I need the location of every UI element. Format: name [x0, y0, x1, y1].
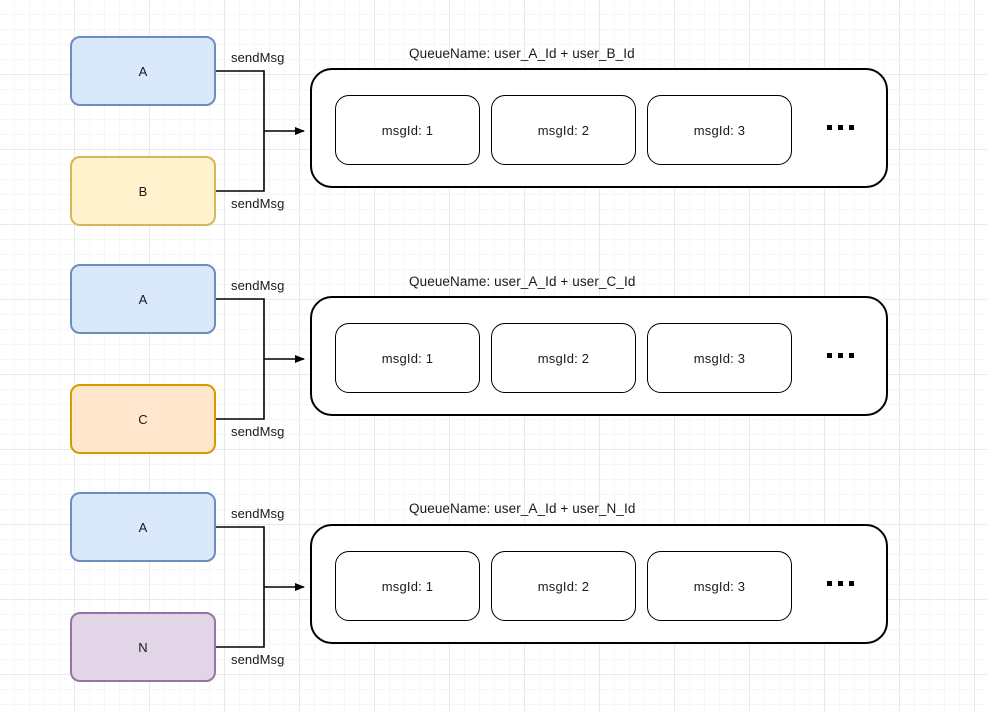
- message-box[interactable]: msgId: 1: [335, 323, 480, 393]
- more-messages-ellipsis-icon: [827, 353, 854, 358]
- message-box[interactable]: msgId: 1: [335, 95, 480, 165]
- edge-label-sendmsg-top-3: sendMsg: [231, 506, 285, 521]
- sender-box-a-1[interactable]: A: [70, 36, 216, 106]
- sender-box-n-3[interactable]: N: [70, 612, 216, 682]
- sender-label: B: [138, 183, 148, 199]
- message-box[interactable]: msgId: 2: [491, 95, 636, 165]
- edge-label-sendmsg-bottom-3: sendMsg: [231, 652, 285, 667]
- connector-group-3: [215, 526, 305, 648]
- sender-box-a-2[interactable]: A: [70, 264, 216, 334]
- message-box[interactable]: msgId: 3: [647, 551, 792, 621]
- queue-name-label-2: QueueName: user_A_Id + user_C_Id: [409, 274, 636, 289]
- message-label: msgId: 3: [693, 122, 746, 138]
- message-label: msgId: 3: [693, 578, 746, 594]
- message-label: msgId: 3: [693, 350, 746, 366]
- edge-label-sendmsg-top-1: sendMsg: [231, 50, 285, 65]
- queue-name-label-3: QueueName: user_A_Id + user_N_Id: [409, 501, 636, 516]
- sender-label: A: [138, 63, 148, 79]
- sender-label: A: [138, 291, 148, 307]
- message-box[interactable]: msgId: 2: [491, 551, 636, 621]
- message-label: msgId: 2: [537, 578, 590, 594]
- queue-name-label-1: QueueName: user_A_Id + user_B_Id: [409, 46, 635, 61]
- edge-label-sendmsg-top-2: sendMsg: [231, 278, 285, 293]
- sender-label: A: [138, 519, 148, 535]
- edge-label-sendmsg-bottom-2: sendMsg: [231, 424, 285, 439]
- message-box[interactable]: msgId: 3: [647, 95, 792, 165]
- message-label: msgId: 2: [537, 122, 590, 138]
- more-messages-ellipsis-icon: [827, 125, 854, 130]
- message-box[interactable]: msgId: 2: [491, 323, 636, 393]
- message-label: msgId: 1: [381, 122, 434, 138]
- message-box[interactable]: msgId: 1: [335, 551, 480, 621]
- message-box[interactable]: msgId: 3: [647, 323, 792, 393]
- connector-group-2: [215, 298, 305, 420]
- more-messages-ellipsis-icon: [827, 581, 854, 586]
- sender-label: C: [138, 411, 148, 427]
- sender-box-c-2[interactable]: C: [70, 384, 216, 454]
- edge-label-sendmsg-bottom-1: sendMsg: [231, 196, 285, 211]
- sender-box-b-1[interactable]: B: [70, 156, 216, 226]
- message-label: msgId: 2: [537, 350, 590, 366]
- sender-label: N: [138, 639, 148, 655]
- message-label: msgId: 1: [381, 350, 434, 366]
- message-label: msgId: 1: [381, 578, 434, 594]
- sender-box-a-3[interactable]: A: [70, 492, 216, 562]
- connector-group-1: [215, 70, 305, 192]
